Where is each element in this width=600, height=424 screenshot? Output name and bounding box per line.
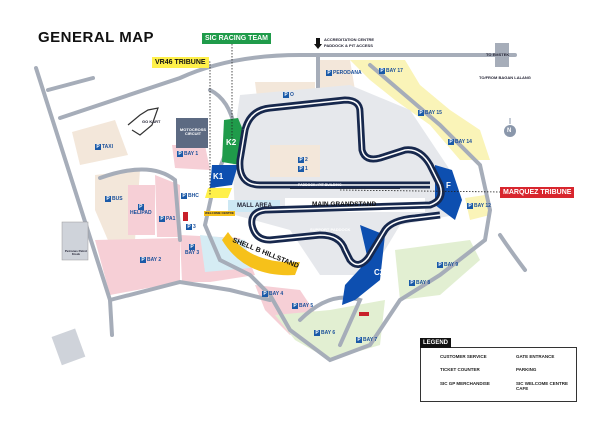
go-kart-track — [127, 107, 159, 136]
legend-title: LEGEND — [420, 338, 452, 348]
stand-k1-label: K1 — [213, 172, 224, 181]
page-title: GENERAL MAP — [38, 29, 155, 46]
to-bagan-lalang-label: TO/FROM BAGAN LALANG — [479, 75, 531, 80]
zone-bay2 — [95, 238, 180, 295]
go-kart-label: GO KART — [142, 119, 161, 124]
zone-bay8-9 — [395, 240, 480, 300]
legend-customer-service: CUSTOMER SERVICE — [440, 354, 487, 359]
stand-k1 — [210, 165, 238, 188]
zone-perodana — [318, 60, 355, 90]
zone-helipad — [128, 185, 155, 235]
accreditation-label: ACCREDITATION CENTRE — [324, 37, 375, 42]
motocross-label: MOTOCROSS CIRCUIT — [179, 127, 207, 136]
welcome-centre-label: WELCOME CENTRE — [204, 211, 235, 216]
pit-structures — [270, 145, 320, 177]
stand-k2-label: K2 — [226, 138, 237, 147]
zone-bay1 — [172, 145, 210, 170]
paddock-access-label: PADDOCK & PIT ACCESS — [324, 43, 373, 48]
circuit-infield — [232, 85, 455, 275]
down-arrow-icon — [314, 38, 322, 49]
stand-k1-lower — [205, 188, 232, 198]
sic-racing-team-label: SIC RACING TEAM — [202, 33, 271, 44]
paddock-building-label: PADDOCK / PIT BUILDING — [298, 183, 342, 187]
legend-welcome-cafe: SIC WELCOME CENTRE CAFE — [516, 381, 569, 391]
roads — [34, 53, 527, 363]
vr46-tribune-label: VR46 TRIBUNE — [152, 57, 209, 68]
stand-c2-label: C2 — [374, 268, 385, 277]
zone-bay12 — [465, 195, 490, 220]
marquez-tribune-label: MARQUEZ TRIBUNE — [500, 187, 575, 198]
petronas-label: Petronas Petrol Kiosk — [64, 249, 88, 256]
legend-gate-entrance: GATE ENTRANCE — [516, 354, 555, 359]
zone-taxi — [72, 120, 128, 165]
legend-box — [420, 347, 577, 402]
motocross-circuit — [176, 118, 208, 148]
north-label: N — [507, 128, 512, 134]
petronas-kiosk — [61, 221, 89, 261]
legend-merchandise: SIC GP MERCHANDISE — [440, 381, 490, 386]
support-paddock-label: SUPPORT PADDOCK — [310, 227, 351, 232]
building — [51, 328, 86, 366]
ticket-counter-icon — [359, 312, 369, 316]
ticket-counter-icon — [183, 212, 188, 221]
main-grandstand-label: MAIN GRANDSTAND — [312, 201, 377, 208]
leader-lines — [203, 44, 501, 195]
stand-f-label: F — [446, 181, 451, 190]
legend-ticket-counter: TICKET COUNTER — [440, 367, 480, 372]
junction — [495, 43, 509, 67]
shell-hillstand — [222, 232, 300, 276]
stand-f — [435, 165, 462, 220]
legend-parking: PARKING — [516, 367, 537, 372]
north-compass-icon — [504, 125, 516, 137]
mall-area-label: MALL AREA — [237, 203, 272, 209]
to-emstek-label: TO EMSTEK — [486, 52, 510, 57]
